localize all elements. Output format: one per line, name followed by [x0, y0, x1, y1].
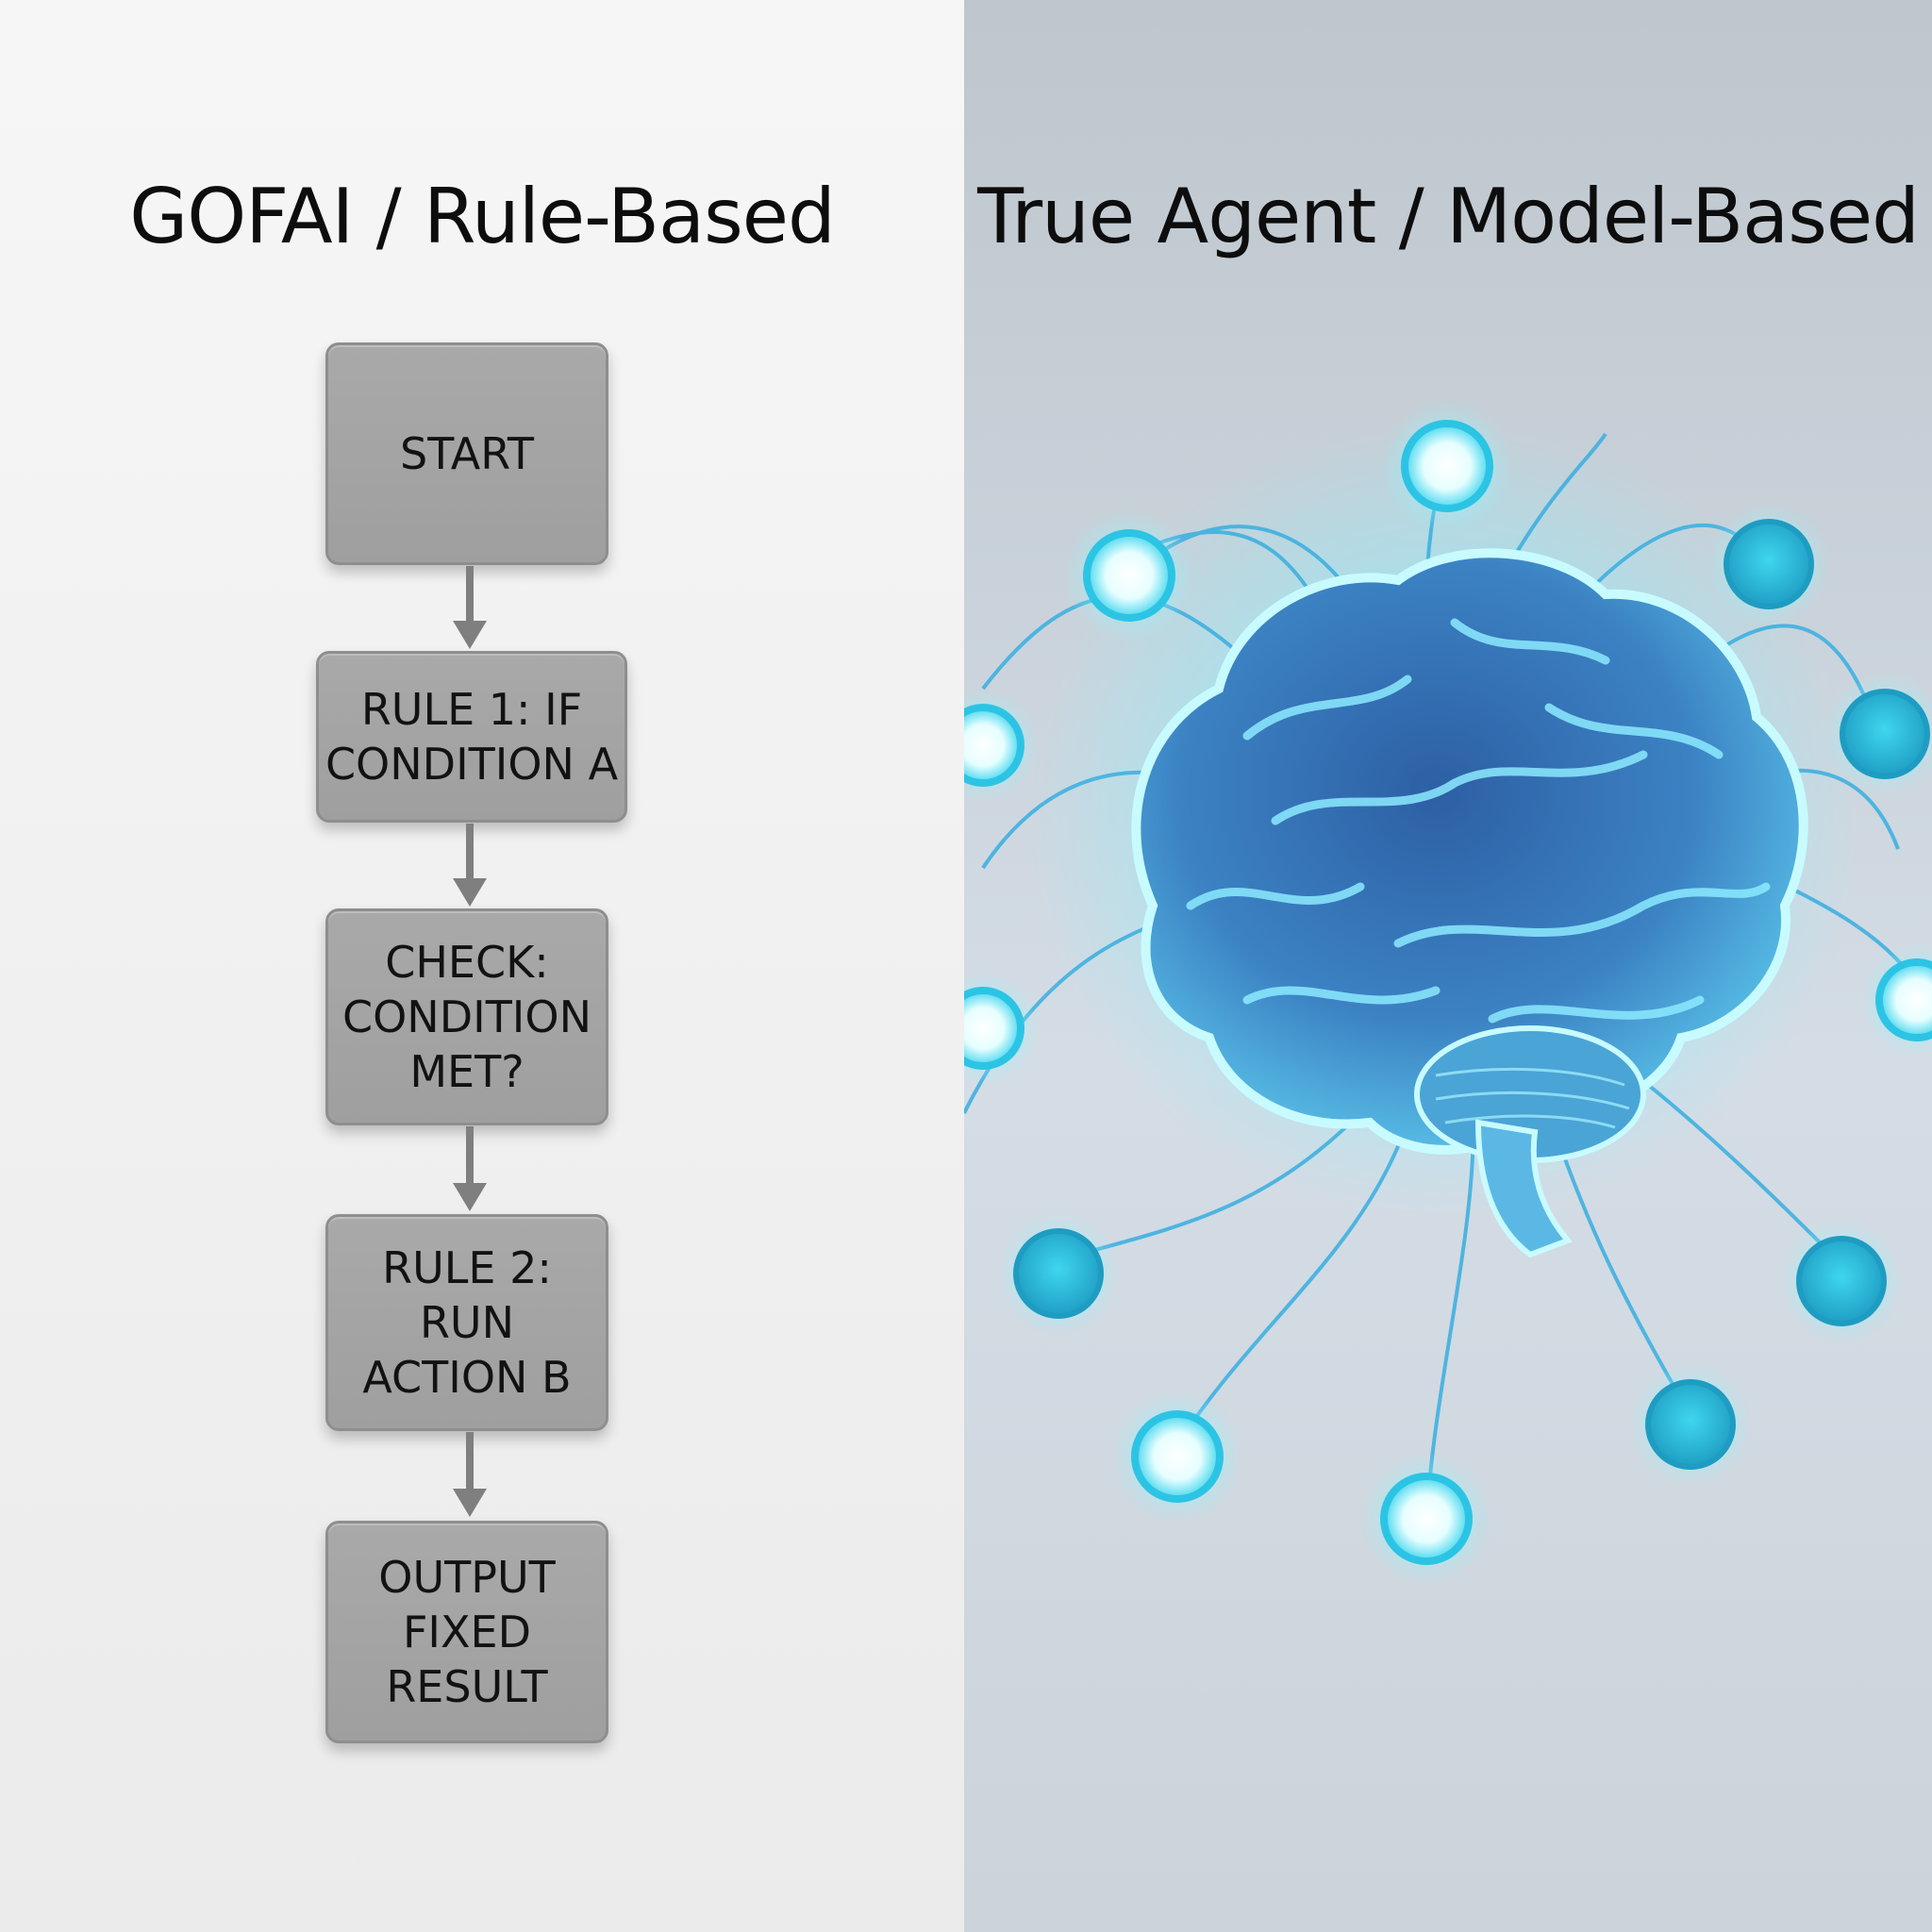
model-based-heading: True Agent / Model-Based [977, 173, 1920, 260]
glowing-node-icon [1780, 1220, 1903, 1342]
glowing-node-icon [1381, 400, 1513, 532]
glowing-node-icon [1360, 1453, 1492, 1585]
arrow-down-icon [451, 824, 489, 908]
flow-box-check-label: CHECK: CONDITION MET? [341, 937, 591, 1097]
arrow-down-icon [451, 1432, 489, 1519]
brain-network-illustration [964, 400, 1932, 1585]
arrow-down-icon [451, 1126, 489, 1213]
glowing-node-icon [964, 972, 1040, 1085]
arrow-down-icon [451, 566, 489, 651]
glowing-node-icon [1824, 673, 1932, 795]
rule-based-heading: GOFAI / Rule-Based [129, 173, 836, 260]
glowing-node-icon [964, 689, 1040, 802]
flow-box-check: CHECK: CONDITION MET? [325, 908, 608, 1125]
flow-box-rule-1-label: RULE 1: IF CONDITION A [325, 684, 619, 790]
glowing-node-icon [1063, 509, 1195, 641]
brain-icon [1131, 548, 1808, 1258]
glowing-node-icon [1111, 1391, 1243, 1523]
glowing-node-icon [1707, 503, 1830, 625]
network-nodes [964, 400, 1932, 1585]
flow-box-start: START [325, 342, 608, 565]
flow-box-rule-1: RULE 1: IF CONDITION A [316, 651, 627, 823]
flow-box-start-label: START [400, 428, 534, 479]
glowing-node-icon [997, 1212, 1120, 1335]
glowing-node-icon [1860, 943, 1932, 1057]
flow-box-output-label: OUTPUT FIXED RESULT [378, 1552, 556, 1712]
flow-box-output: OUTPUT FIXED RESULT [325, 1521, 608, 1743]
flow-box-rule-2-label: RULE 2: RUN ACTION B [362, 1242, 572, 1403]
glowing-node-icon [1629, 1363, 1752, 1486]
flow-box-rule-2: RULE 2: RUN ACTION B [325, 1214, 608, 1431]
